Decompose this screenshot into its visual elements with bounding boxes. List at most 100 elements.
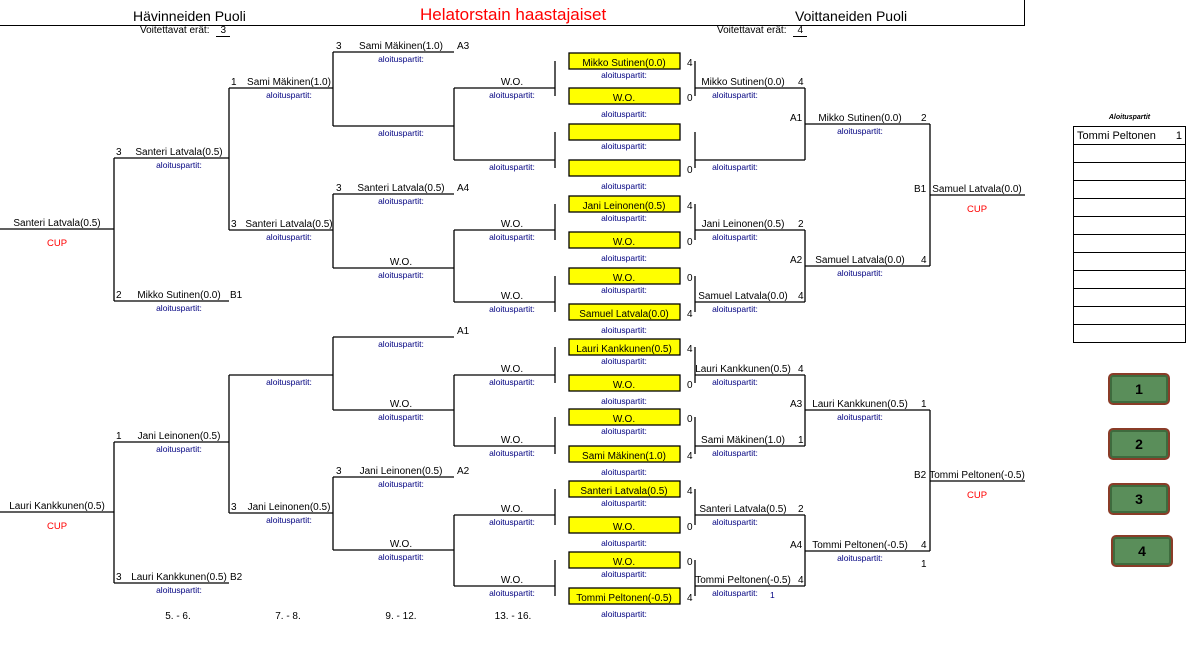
starting-breaks-cell[interactable] xyxy=(1073,252,1186,271)
losers-player[interactable]: W.O. xyxy=(390,539,412,550)
starting-breaks-label: aloituspartit: xyxy=(489,90,535,100)
losers-player[interactable]: Santeri Latvala(0.5) xyxy=(245,219,332,230)
first-round-player[interactable]: Lauri Kankkunen(0.5) xyxy=(576,344,672,355)
losers-player[interactable]: W.O. xyxy=(501,77,523,88)
losers-player[interactable]: Sami Mäkinen(1.0) xyxy=(359,41,443,52)
losers-player[interactable]: W.O. xyxy=(390,257,412,268)
match-box xyxy=(568,303,681,321)
losers-player[interactable]: Jani Leinonen(0.5) xyxy=(360,466,443,477)
first-round-player[interactable]: W.O. xyxy=(613,414,635,425)
losers-player[interactable]: W.O. xyxy=(501,575,523,586)
first-round-player[interactable]: Tommi Peltonen(-0.5) xyxy=(576,593,672,604)
losers-player[interactable]: Santeri Latvala(0.5) xyxy=(357,183,444,194)
starting-breaks-label: aloituspartit: xyxy=(837,553,883,563)
winners-player[interactable]: Samuel Latvala(0.0) xyxy=(815,255,905,266)
starting-breaks-cell[interactable] xyxy=(1073,216,1186,235)
losers-wins-value[interactable]: 3 xyxy=(216,25,231,37)
losers-tag: B1 xyxy=(230,290,243,301)
winners-score: 4 xyxy=(798,291,804,302)
starting-breaks-cell[interactable] xyxy=(1073,144,1186,163)
winners-wins-needed: Voitettavat erät: 4 xyxy=(717,25,808,37)
losers-wins-needed: Voitettavat erät: 3 xyxy=(140,25,231,37)
losers-player[interactable]: Jani Leinonen(0.5) xyxy=(248,502,331,513)
first-round-player[interactable]: Santeri Latvala(0.5) xyxy=(580,486,667,497)
winners-tag: A4 xyxy=(790,540,803,551)
starting-breaks-label: aloituspartit: xyxy=(712,90,758,100)
first-round-player[interactable]: W.O. xyxy=(613,522,635,533)
cup-label: CUP xyxy=(47,521,67,532)
winners-player[interactable]: Sami Mäkinen(1.0) xyxy=(701,435,785,446)
losers-player[interactable]: W.O. xyxy=(501,435,523,446)
losers-player[interactable]: W.O. xyxy=(501,291,523,302)
winners-player[interactable]: Tommi Peltonen(-0.5) xyxy=(929,470,1025,481)
round-3-button[interactable]: 3 xyxy=(1108,483,1170,515)
first-round-player[interactable]: Sami Mäkinen(1.0) xyxy=(582,451,666,462)
winners-wins-value[interactable]: 4 xyxy=(793,25,808,37)
losers-player[interactable]: W.O. xyxy=(390,399,412,410)
starting-breaks-label: aloituspartit: xyxy=(378,339,424,349)
match-box xyxy=(568,87,681,105)
losers-player[interactable]: W.O. xyxy=(501,364,523,375)
losers-final-player[interactable]: Santeri Latvala(0.5) xyxy=(13,218,100,229)
match-box xyxy=(568,267,681,285)
winners-player[interactable]: Lauri Kankkunen(0.5) xyxy=(695,364,791,375)
first-round-player[interactable]: Mikko Sutinen(0.0) xyxy=(582,58,665,69)
winners-player[interactable]: Santeri Latvala(0.5) xyxy=(699,504,786,515)
starting-breaks-row xyxy=(1073,180,1186,199)
starting-breaks-cell[interactable] xyxy=(1073,324,1186,343)
losers-player[interactable]: W.O. xyxy=(501,219,523,230)
losers-player[interactable]: Santeri Latvala(0.5) xyxy=(135,147,222,158)
losers-player[interactable]: W.O. xyxy=(501,504,523,515)
winners-score: 2 xyxy=(798,219,804,230)
first-round-player[interactable]: W.O. xyxy=(613,237,635,248)
starting-breaks-cell[interactable] xyxy=(1073,234,1186,253)
starting-breaks-cell[interactable] xyxy=(1073,288,1186,307)
first-round-score: 0 xyxy=(687,380,693,391)
round-2-button[interactable]: 2 xyxy=(1108,428,1170,460)
starting-breaks-cell[interactable] xyxy=(1073,306,1186,325)
first-round-player[interactable]: W.O. xyxy=(613,273,635,284)
starting-breaks-label: aloituspartit: xyxy=(837,126,883,136)
starting-breaks-label: aloituspartit: xyxy=(601,253,647,263)
first-round-player[interactable]: W.O. xyxy=(613,93,635,104)
first-round-score: 4 xyxy=(687,201,693,212)
starting-breaks-label: aloituspartit: xyxy=(601,109,647,119)
starting-breaks-label: aloituspartit: xyxy=(712,232,758,242)
cup-label: CUP xyxy=(47,238,67,249)
winners-player[interactable]: Mikko Sutinen(0.0) xyxy=(701,77,784,88)
winners-player[interactable]: Lauri Kankkunen(0.5) xyxy=(812,399,908,410)
starting-breaks-cell[interactable] xyxy=(1073,180,1186,199)
starting-breaks-cell[interactable] xyxy=(1073,270,1186,289)
match-box xyxy=(568,159,681,177)
starting-breaks-label: aloituspartit: xyxy=(601,325,647,335)
winners-score: 1 xyxy=(921,559,927,570)
first-round-player[interactable]: Samuel Latvala(0.0) xyxy=(579,309,669,320)
first-round-player[interactable]: W.O. xyxy=(613,557,635,568)
starting-breaks-cell[interactable] xyxy=(1073,198,1186,217)
round-4-button[interactable]: 4 xyxy=(1111,535,1173,567)
winners-player[interactable]: Tommi Peltonen(-0.5) xyxy=(695,575,791,586)
losers-player[interactable]: Mikko Sutinen(0.0) xyxy=(137,290,220,301)
starting-breaks-row xyxy=(1073,324,1186,343)
losers-player[interactable]: Jani Leinonen(0.5) xyxy=(138,431,221,442)
starting-breaks-cell[interactable] xyxy=(1073,162,1186,181)
winners-player[interactable]: Tommi Peltonen(-0.5) xyxy=(812,540,908,551)
winners-player[interactable]: Samuel Latvala(0.0) xyxy=(932,184,1022,195)
first-round-player[interactable]: W.O. xyxy=(613,380,635,391)
first-round-player[interactable]: Jani Leinonen(0.5) xyxy=(583,201,666,212)
starting-breaks-label: aloituspartit: xyxy=(266,232,312,242)
losers-player[interactable]: Lauri Kankkunen(0.5) xyxy=(131,572,227,583)
round-1-button[interactable]: 1 xyxy=(1108,373,1170,405)
starting-breaks-label: aloituspartit: xyxy=(601,609,647,619)
winners-player[interactable]: Samuel Latvala(0.0) xyxy=(698,291,788,302)
losers-final-player[interactable]: Lauri Kankkunen(0.5) xyxy=(9,501,105,512)
losers-player[interactable]: Sami Mäkinen(1.0) xyxy=(247,77,331,88)
winners-player[interactable]: Mikko Sutinen(0.0) xyxy=(818,113,901,124)
starting-breaks-label: aloituspartit: xyxy=(712,304,758,314)
match-box xyxy=(568,445,681,463)
winners-player[interactable]: Jani Leinonen(0.5) xyxy=(702,219,785,230)
winners-side-heading: Voittaneiden Puoli xyxy=(795,8,908,24)
